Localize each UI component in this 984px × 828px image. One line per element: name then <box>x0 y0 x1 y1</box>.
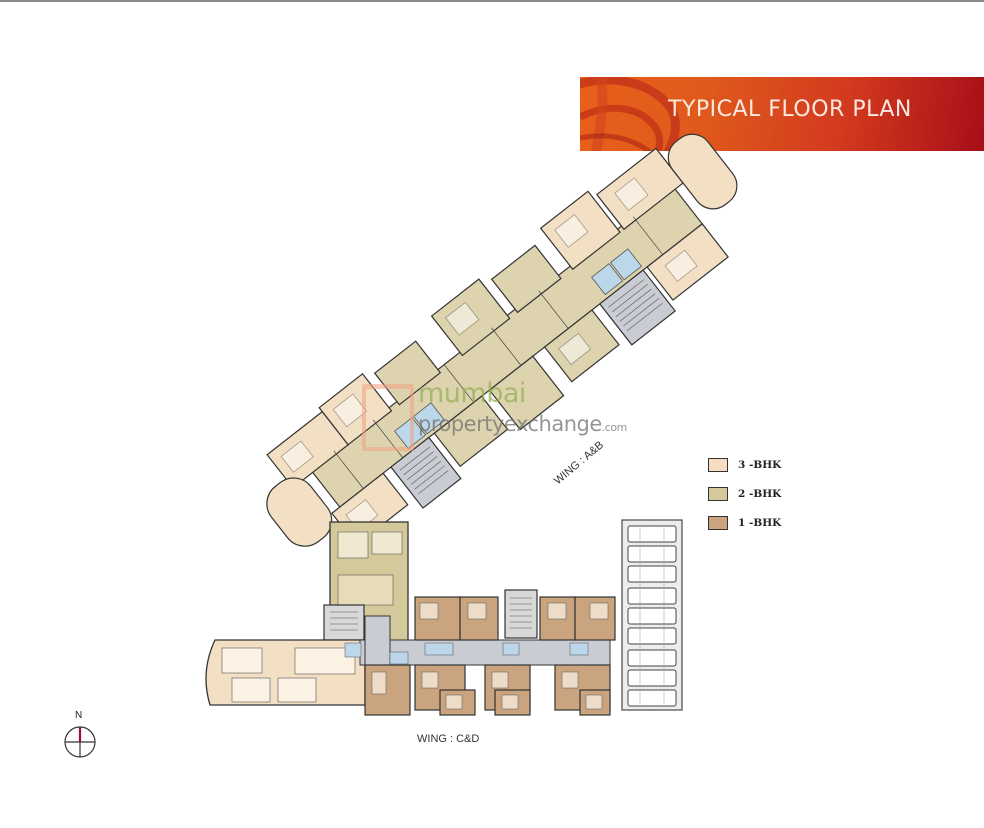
wing-cd-label: WING : C&D <box>417 733 480 745</box>
legend-label: 2 -BHK <box>738 487 782 500</box>
swirl-graphic <box>580 77 680 151</box>
legend-item-1bhk: 1 -BHK <box>708 508 781 537</box>
legend-swatch-3bhk <box>708 457 728 472</box>
title-banner: TYPICAL FLOOR PLAN <box>580 77 984 151</box>
legend-swatch-2bhk <box>708 486 728 501</box>
legend-label: 3 -BHK <box>738 458 782 471</box>
north-compass: N <box>62 710 98 760</box>
legend-swatch-1bhk <box>708 515 728 530</box>
north-label: N <box>75 710 83 721</box>
legend-label: 1 -BHK <box>738 516 782 529</box>
legend-item-3bhk: 3 -BHK <box>708 450 781 479</box>
top-border <box>0 0 984 2</box>
wing-ab-plan <box>266 133 738 547</box>
compass-icon <box>64 726 96 758</box>
legend-item-2bhk: 2 -BHK <box>708 479 781 508</box>
wing-cd-plan <box>205 519 683 716</box>
legend: 3 -BHK 2 -BHK 1 -BHK <box>708 450 781 537</box>
page-title: TYPICAL FLOOR PLAN <box>668 97 912 122</box>
